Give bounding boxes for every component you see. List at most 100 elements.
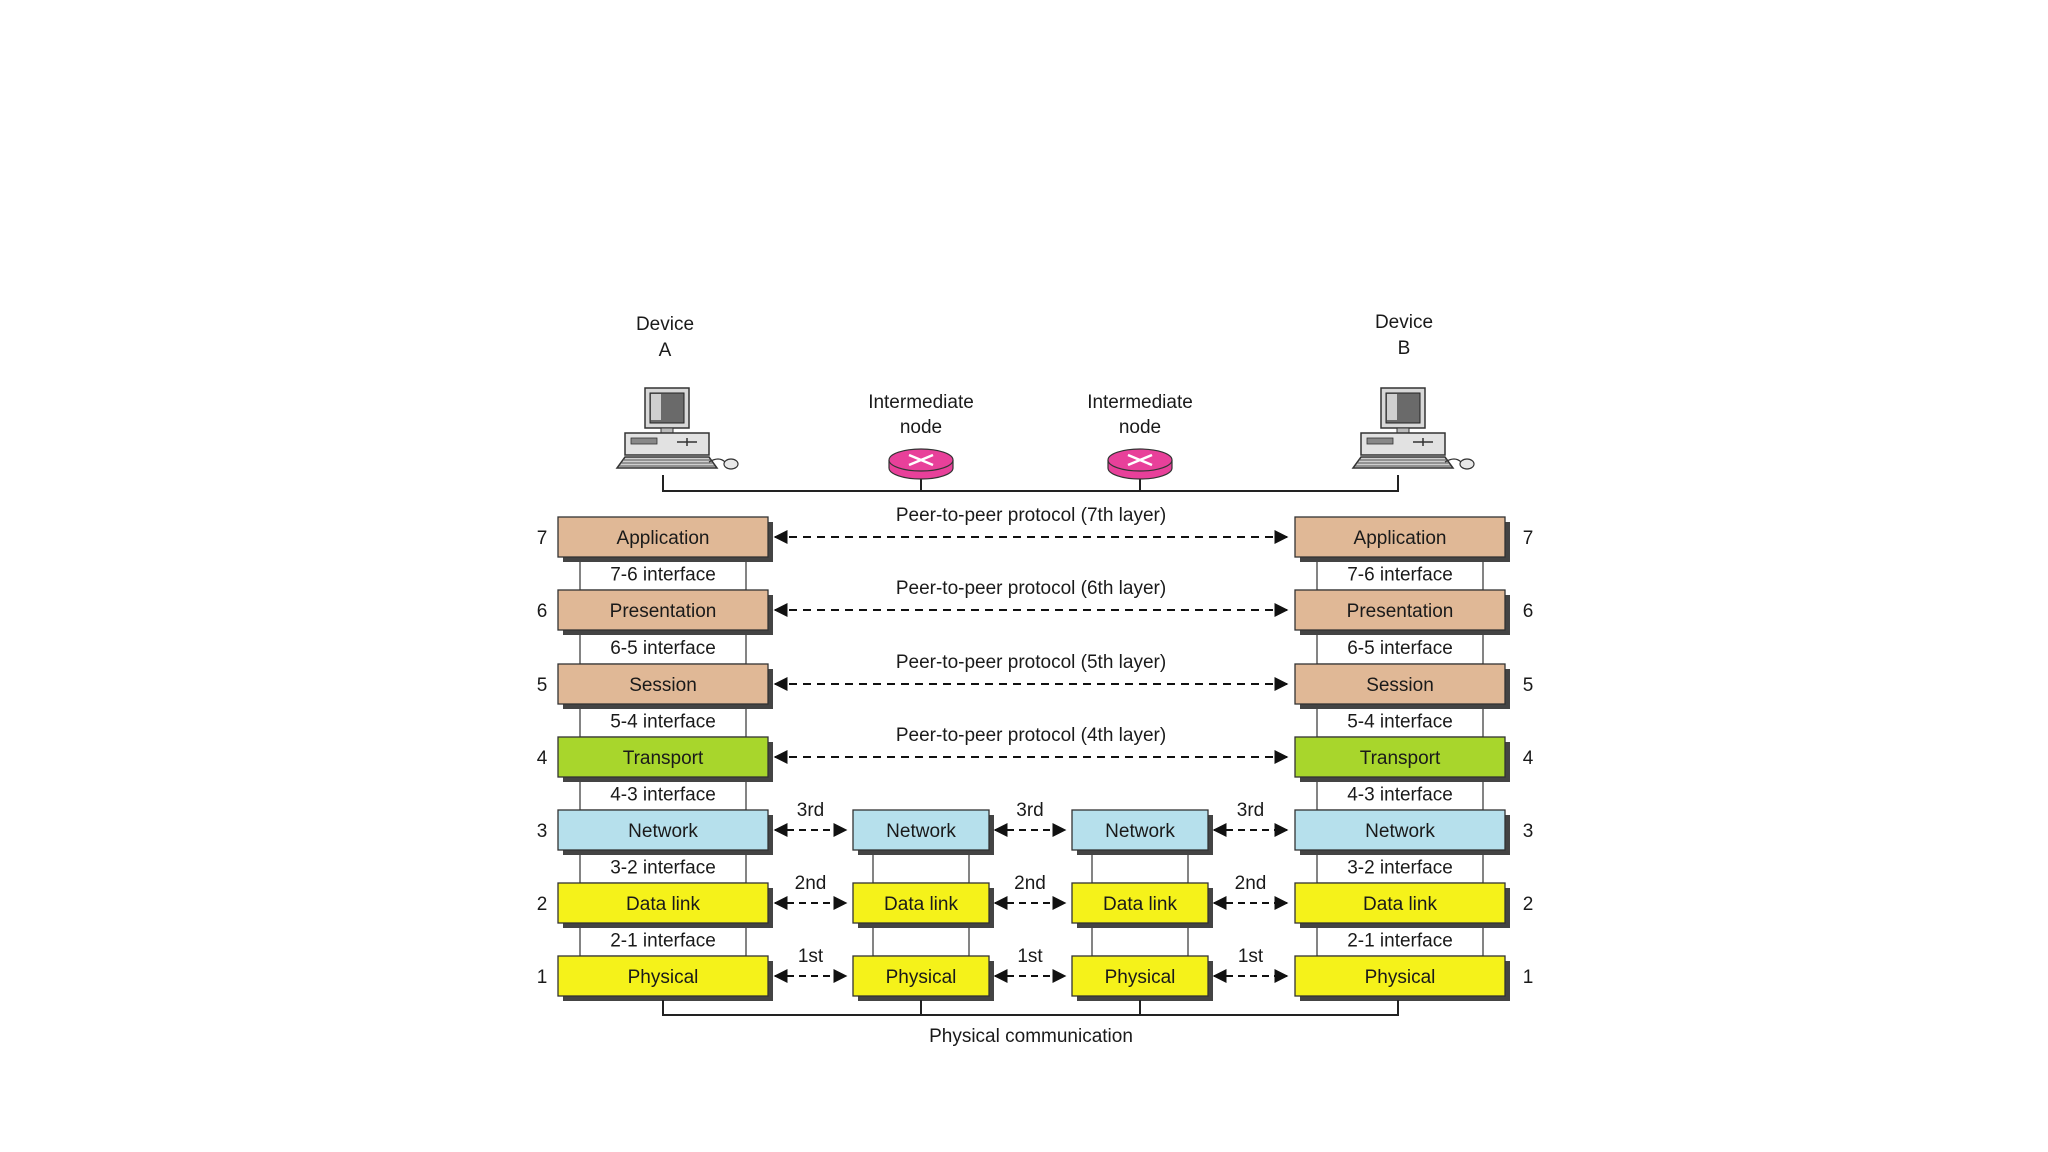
node-2-interface-box bbox=[1091, 849, 1189, 884]
interface-label: 3-2 interface bbox=[610, 858, 716, 879]
node-1-layer-1 bbox=[852, 955, 990, 997]
node-2-layer-1 bbox=[1071, 955, 1209, 997]
node-2-layer-1-label: Physical bbox=[1105, 967, 1176, 988]
layer-number-left: 6 bbox=[537, 601, 548, 622]
interface-label: 7-6 interface bbox=[610, 565, 716, 586]
interface-box-right bbox=[1316, 849, 1484, 884]
device-b-id: B bbox=[1398, 338, 1411, 359]
device-b-label: Device bbox=[1375, 312, 1433, 333]
node-1-interface-box bbox=[872, 849, 970, 884]
peer-protocol-label: Peer-to-peer protocol (5th layer) bbox=[896, 652, 1166, 673]
hop-label: 2nd bbox=[795, 873, 827, 894]
intermediate-node-2-label-line1: Intermediate bbox=[1087, 392, 1193, 413]
layer-6-device-a-label: Presentation bbox=[610, 601, 717, 622]
node-1-layer-1-label: Physical bbox=[886, 967, 957, 988]
interface-box-left bbox=[579, 849, 747, 884]
hop-label: 3rd bbox=[1237, 800, 1264, 821]
layer-number-left: 5 bbox=[537, 675, 548, 696]
interface-box-right bbox=[1316, 922, 1484, 957]
node-2-layer-2-label: Data link bbox=[1103, 894, 1177, 915]
node-1-layer-3-label: Network bbox=[886, 821, 956, 842]
layer-4-device-b-label: Transport bbox=[1360, 748, 1441, 769]
physical-medium-line bbox=[662, 1000, 1399, 1016]
interface-label: 4-3 interface bbox=[1347, 785, 1453, 806]
interface-label: 5-4 interface bbox=[610, 712, 716, 733]
intermediate-node-1-label-line1: Intermediate bbox=[868, 392, 974, 413]
layer-number-right: 2 bbox=[1523, 894, 1534, 915]
layer-6-device-b bbox=[1294, 589, 1506, 631]
layer-3-device-a-label: Network bbox=[628, 821, 698, 842]
layer-2-device-b-label: Data link bbox=[1363, 894, 1437, 915]
peer-protocol-label: Peer-to-peer protocol (4th layer) bbox=[896, 725, 1166, 746]
node-1-layer-2-label: Data link bbox=[884, 894, 958, 915]
device-a-label: Device bbox=[636, 314, 694, 335]
layer-3-device-b-label: Network bbox=[1365, 821, 1435, 842]
node-2-interface-box bbox=[1091, 922, 1189, 957]
hop-label: 2nd bbox=[1014, 873, 1046, 894]
interface-label: 2-1 interface bbox=[1347, 931, 1453, 952]
intermediate-node-2-label-line2: node bbox=[1119, 417, 1161, 438]
layer-number-left: 2 bbox=[537, 894, 548, 915]
interface-label: 6-5 interface bbox=[610, 638, 716, 659]
layer-2-device-b bbox=[1294, 882, 1506, 924]
physical-communication-label: Physical communication bbox=[929, 1026, 1133, 1047]
hop-label: 3rd bbox=[1016, 800, 1043, 821]
layer-7-device-a-label: Application bbox=[617, 528, 710, 549]
layer-5-device-b bbox=[1294, 663, 1506, 705]
layer-number-right: 5 bbox=[1523, 675, 1534, 696]
layer-5-device-b-label: Session bbox=[1366, 675, 1434, 696]
interface-label: 2-1 interface bbox=[610, 931, 716, 952]
layer-number-left: 7 bbox=[537, 528, 548, 549]
peer-protocol-label: Peer-to-peer protocol (6th layer) bbox=[896, 578, 1166, 599]
layer-4-device-b bbox=[1294, 736, 1506, 778]
layer-number-right: 3 bbox=[1523, 821, 1534, 842]
layer-4-device-a-label: Transport bbox=[623, 748, 704, 769]
layer-1-device-b-label: Physical bbox=[1365, 967, 1436, 988]
layer-7-device-b bbox=[1294, 516, 1506, 558]
layer-number-right: 1 bbox=[1523, 967, 1534, 988]
layer-number-right: 4 bbox=[1523, 748, 1534, 769]
layer-5-device-a-label: Session bbox=[629, 675, 697, 696]
interface-box-left bbox=[579, 556, 747, 591]
interface-label: 4-3 interface bbox=[610, 785, 716, 806]
device-a-id: A bbox=[659, 340, 672, 361]
hop-label: 1st bbox=[798, 946, 824, 967]
layer-5-device-a bbox=[557, 663, 769, 705]
interface-label: 7-6 interface bbox=[1347, 565, 1453, 586]
interface-box-right bbox=[1316, 629, 1484, 665]
layer-3-device-a bbox=[557, 809, 769, 851]
layer-1-device-b bbox=[1294, 955, 1506, 997]
hop-label: 1st bbox=[1017, 946, 1043, 967]
layer-3-device-b bbox=[1294, 809, 1506, 851]
layer-2-device-a bbox=[557, 882, 769, 924]
top-network-link bbox=[662, 475, 1399, 492]
interface-label: 3-2 interface bbox=[1347, 858, 1453, 879]
node-2-layer-2 bbox=[1071, 882, 1209, 924]
router-icon-2 bbox=[1107, 448, 1173, 480]
interface-box-left bbox=[579, 703, 747, 738]
interfaces-group: 7-6 interface 6-5 interface 5-4 interface 4… bbox=[579, 556, 1484, 957]
layer-2-device-a-label: Data link bbox=[626, 894, 700, 915]
layer-7-device-b-label: Application bbox=[1354, 528, 1447, 549]
layer-4-device-a bbox=[557, 736, 769, 778]
computer-icon-b bbox=[1352, 387, 1475, 470]
hop-label: 3rd bbox=[797, 800, 824, 821]
layer-1-device-a-label: Physical bbox=[628, 967, 699, 988]
layer-1-device-a bbox=[557, 955, 769, 997]
hop-label: 1st bbox=[1238, 946, 1264, 967]
node-2-layer-3 bbox=[1071, 809, 1209, 851]
interface-label: 6-5 interface bbox=[1347, 638, 1453, 659]
interface-label: 5-4 interface bbox=[1347, 712, 1453, 733]
arrows-group: Peer-to-peer protocol (7th layer) Peer-to… bbox=[773, 505, 1289, 983]
node-2-layer-3-label: Network bbox=[1105, 821, 1175, 842]
interface-box-left bbox=[579, 776, 747, 811]
peer-protocol-label: Peer-to-peer protocol (7th layer) bbox=[896, 505, 1166, 526]
layer-number-left: 3 bbox=[537, 821, 548, 842]
layer-number-right: 7 bbox=[1523, 528, 1534, 549]
computer-icon-a bbox=[616, 387, 739, 470]
layer-number-left: 1 bbox=[537, 967, 548, 988]
layer-6-device-b-label: Presentation bbox=[1347, 601, 1454, 622]
layer-number-left: 4 bbox=[537, 748, 548, 769]
